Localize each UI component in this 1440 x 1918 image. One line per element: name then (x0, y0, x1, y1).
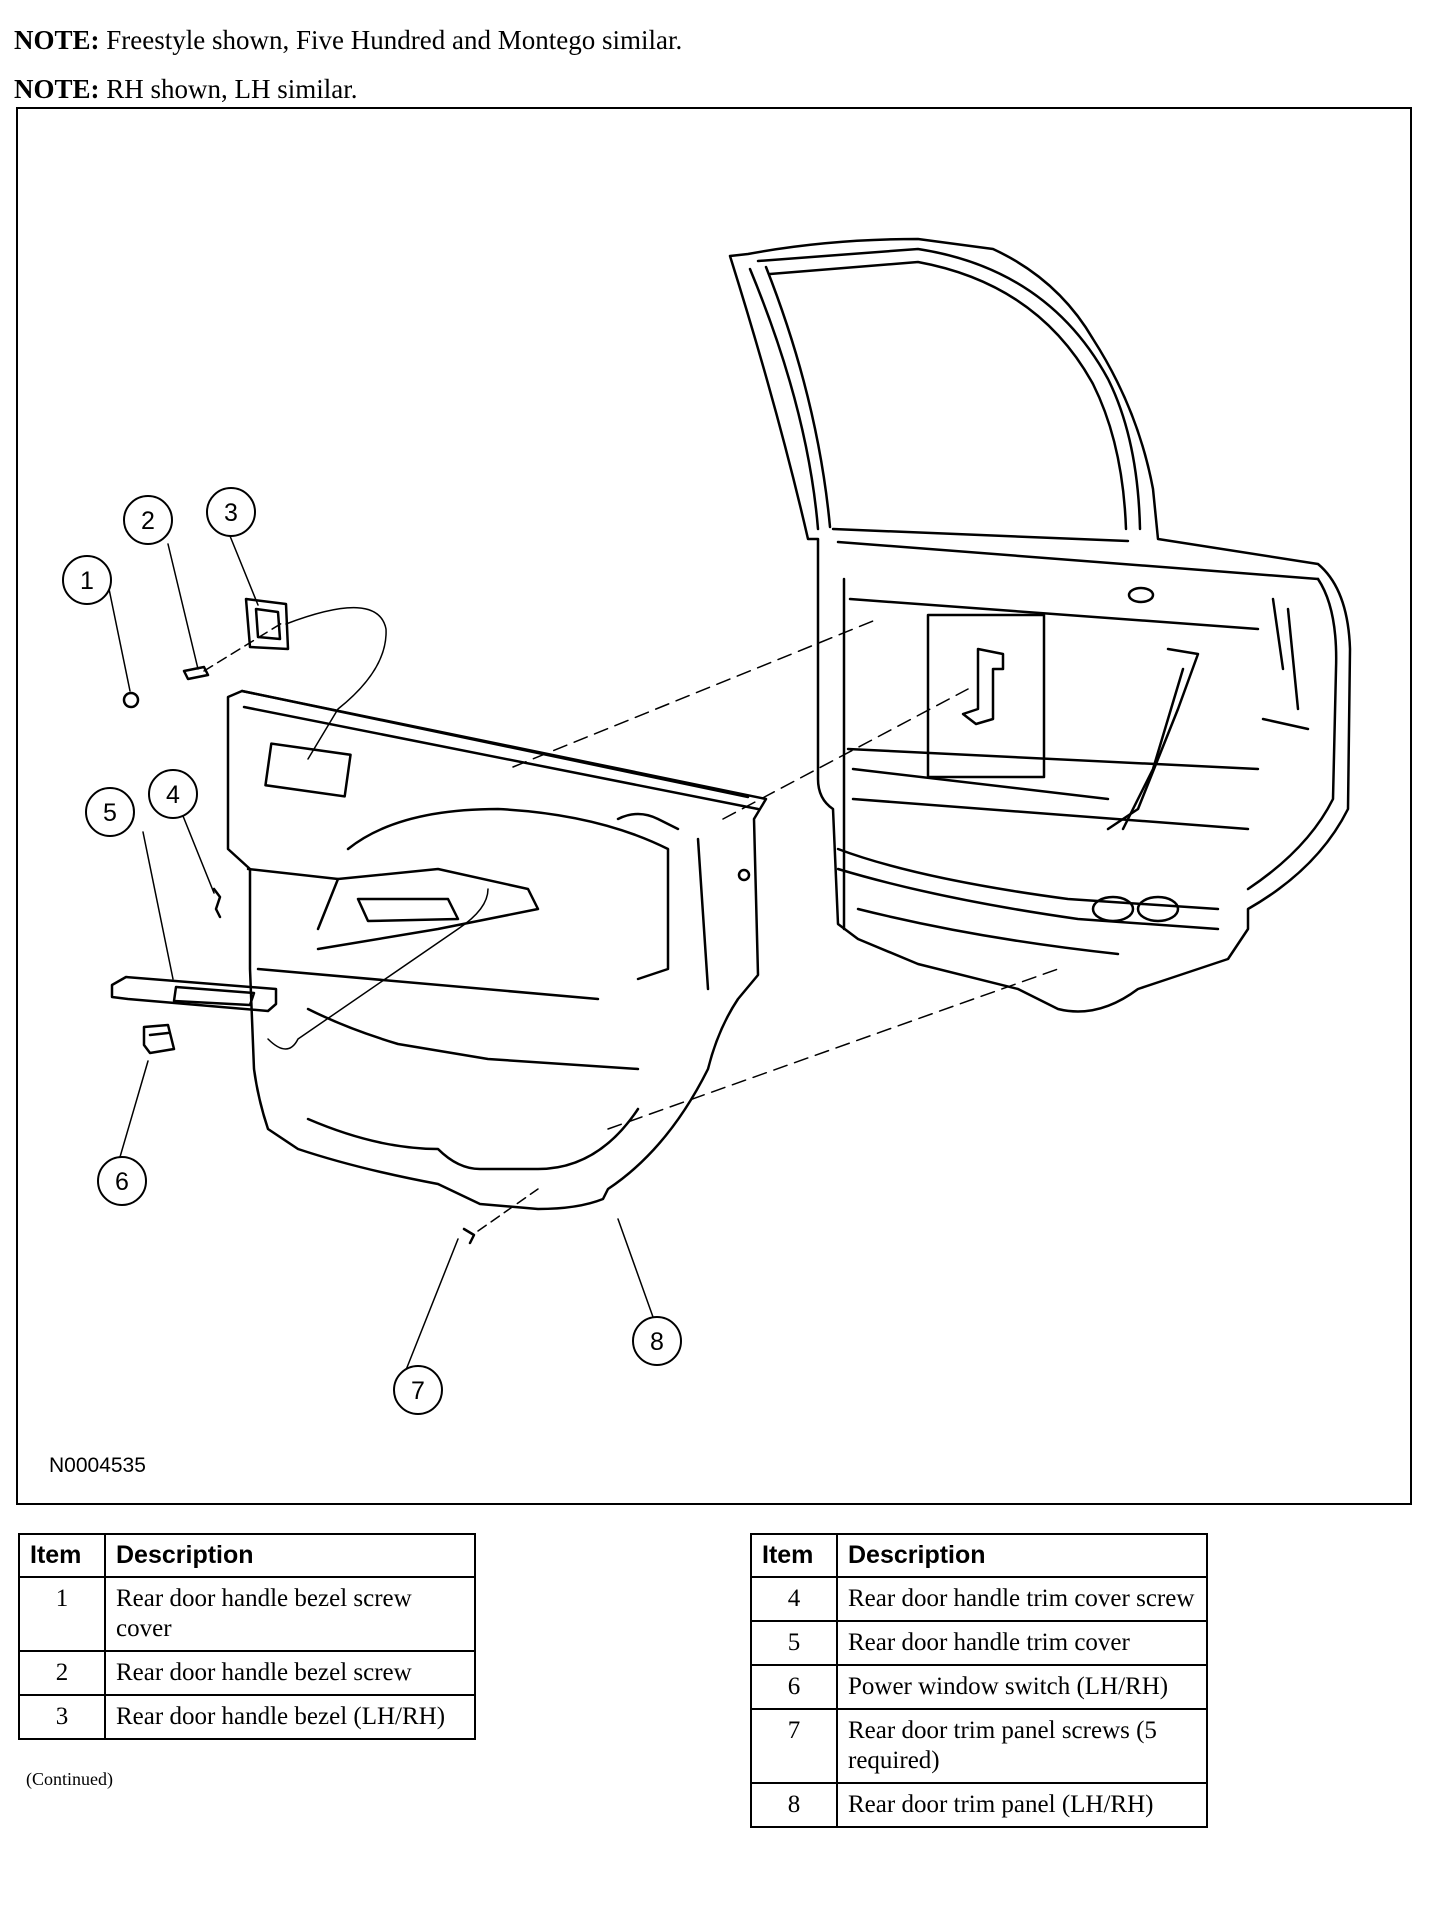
handle-bezel (244, 597, 290, 651)
item-number: 4 (750, 1576, 838, 1622)
exploded-view-figure: 1 2 3 4 5 6 7 8 N0004535 (16, 107, 1412, 1505)
item-number: 5 (750, 1620, 838, 1666)
item-number: 1 (18, 1576, 106, 1652)
trim-cover (110, 975, 278, 1013)
svg-text:4: 4 (166, 781, 180, 809)
callout-8: 8 (632, 1316, 682, 1366)
item-number: 8 (750, 1782, 838, 1828)
leader-lines (107, 535, 1059, 1376)
note-line-2: NOTE: RH shown, LH similar. (14, 73, 358, 105)
table-row: 8 Rear door trim panel (LH/RH) (750, 1782, 1208, 1828)
table-row: 1 Rear door handle bezel screw cover (18, 1576, 476, 1652)
parts-table-right: Item Description 4 Rear door handle trim… (750, 1533, 1208, 1828)
trim-cover-screw (212, 887, 222, 919)
callout-4: 4 (148, 769, 198, 819)
note-text: RH shown, LH similar. (106, 74, 358, 104)
svg-text:1: 1 (80, 567, 94, 595)
callout-1: 1 (62, 555, 112, 605)
table-row: 3 Rear door handle bezel (LH/RH) (18, 1694, 476, 1740)
svg-text:6: 6 (115, 1168, 129, 1196)
description-header: Description (836, 1533, 1208, 1578)
item-number: 7 (750, 1708, 838, 1784)
parts-table-left: Item Description 1 Rear door handle beze… (18, 1533, 476, 1740)
callout-7: 7 (393, 1365, 443, 1415)
note-label: NOTE: (14, 25, 100, 55)
continued-label: (Continued) (26, 1769, 113, 1789)
panel-screw (462, 1227, 476, 1245)
item-header: Item (750, 1533, 838, 1578)
table-row: 2 Rear door handle bezel screw (18, 1650, 476, 1696)
description-header: Description (104, 1533, 476, 1578)
table-header-row: Item Description (18, 1533, 476, 1578)
svg-text:3: 3 (224, 499, 238, 527)
callout-3: 3 (206, 487, 256, 537)
table-row: 4 Rear door handle trim cover screw (750, 1576, 1208, 1622)
note-text: Freestyle shown, Five Hundred and Monteg… (106, 25, 683, 55)
svg-text:8: 8 (650, 1328, 664, 1356)
door-frame (728, 237, 1352, 1013)
bezel-screw-cover (122, 691, 140, 709)
item-description: Power window switch (LH/RH) (836, 1664, 1208, 1710)
callout-6: 6 (97, 1156, 147, 1206)
note-label: NOTE: (14, 74, 100, 104)
bezel-screw (182, 665, 210, 681)
item-number: 6 (750, 1664, 838, 1710)
table-row: 5 Rear door handle trim cover (750, 1620, 1208, 1666)
figure-code: N0004535 (49, 1454, 146, 1477)
svg-text:7: 7 (411, 1377, 425, 1405)
callout-2: 2 (123, 495, 173, 545)
table-row: 6 Power window switch (LH/RH) (750, 1664, 1208, 1710)
item-description: Rear door handle bezel (LH/RH) (104, 1694, 476, 1740)
item-number: 2 (18, 1650, 106, 1696)
item-number: 3 (18, 1694, 106, 1740)
item-description: Rear door handle bezel screw (104, 1650, 476, 1696)
item-description: Rear door trim panel screws (5 required) (836, 1708, 1208, 1784)
item-description: Rear door handle trim cover (836, 1620, 1208, 1666)
callout-5: 5 (85, 787, 135, 837)
item-description: Rear door handle bezel screw cover (104, 1576, 476, 1652)
trim-panel (226, 689, 768, 1211)
item-description: Rear door handle trim cover screw (836, 1576, 1208, 1622)
table-header-row: Item Description (750, 1533, 1208, 1578)
note-line-1: NOTE: Freestyle shown, Five Hundred and … (14, 24, 682, 56)
svg-text:2: 2 (141, 507, 155, 535)
item-header: Item (18, 1533, 106, 1578)
window-switch (142, 1023, 176, 1055)
item-description: Rear door trim panel (LH/RH) (836, 1782, 1208, 1828)
svg-text:5: 5 (103, 799, 117, 827)
table-row: 7 Rear door trim panel screws (5 require… (750, 1708, 1208, 1784)
door-trim-exploded-diagram: 1 2 3 4 5 6 7 8 (62, 237, 1352, 1415)
